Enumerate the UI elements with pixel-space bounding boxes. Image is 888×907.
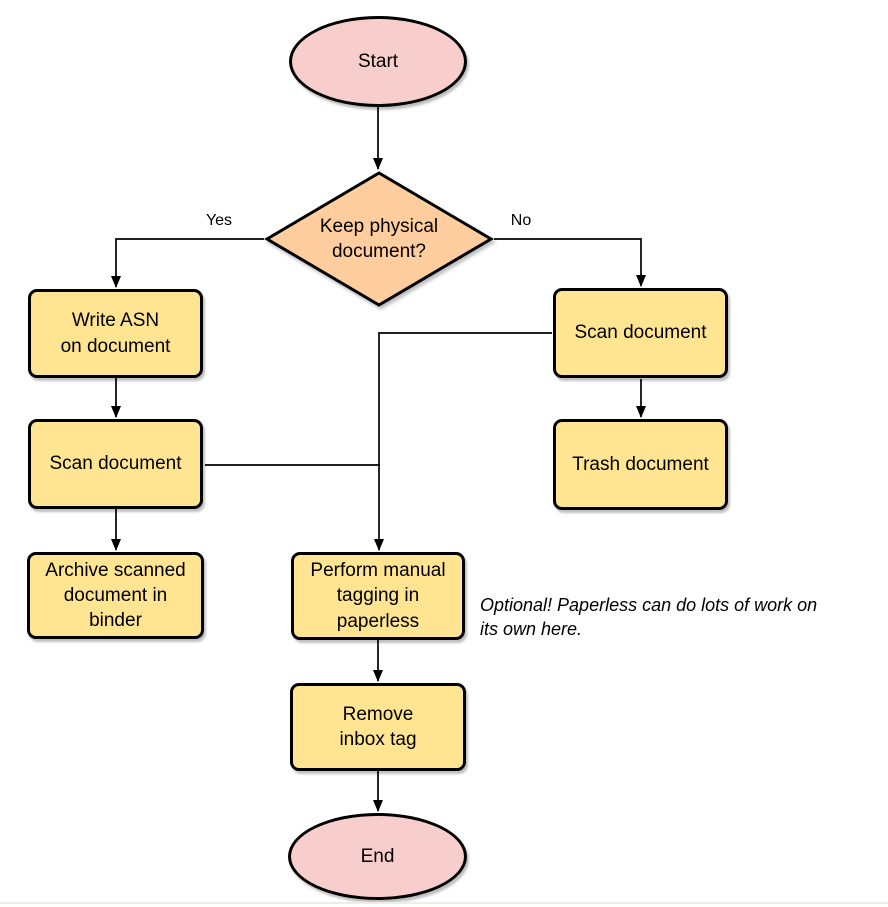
node-end-label: End bbox=[360, 845, 395, 867]
node-archive: Archive scanned document in binder bbox=[27, 552, 204, 639]
node-decision bbox=[264, 171, 494, 307]
node-start-label: Start bbox=[357, 50, 399, 72]
node-decision-label: Keep physical document? bbox=[319, 215, 439, 262]
node-write-asn-label: Write ASN on document bbox=[60, 310, 171, 357]
edge-label-no: No bbox=[507, 212, 535, 230]
node-scan-left: Scan document bbox=[28, 419, 203, 509]
edge-decision-no bbox=[494, 238, 646, 287]
edge-scanright-to-tagging bbox=[374, 332, 552, 551]
node-start: Start bbox=[289, 16, 467, 107]
node-scan-left-label: Scan document bbox=[49, 453, 182, 475]
node-scan-right: Scan document bbox=[553, 288, 728, 378]
bottom-divider bbox=[0, 902, 888, 904]
node-trash-label: Trash document bbox=[572, 453, 709, 475]
edge-decision-yes bbox=[111, 238, 264, 288]
node-trash: Trash document bbox=[553, 419, 728, 510]
edge-label-yes: Yes bbox=[202, 212, 236, 230]
node-remove-inbox-label: Remove inbox tag bbox=[339, 703, 417, 750]
annotation-optional: Optional! Paperless can do lots of work … bbox=[480, 595, 818, 639]
node-end: End bbox=[288, 813, 467, 900]
node-write-asn: Write ASN on document bbox=[28, 289, 203, 378]
node-archive-label: Archive scanned document in binder bbox=[45, 559, 186, 632]
node-perform-tagging-label: Perform manual tagging in paperless bbox=[310, 560, 446, 632]
node-scan-right-label: Scan document bbox=[574, 322, 707, 344]
node-perform-tagging: Perform manual tagging in paperless bbox=[291, 552, 465, 640]
node-remove-inbox: Remove inbox tag bbox=[290, 683, 466, 771]
